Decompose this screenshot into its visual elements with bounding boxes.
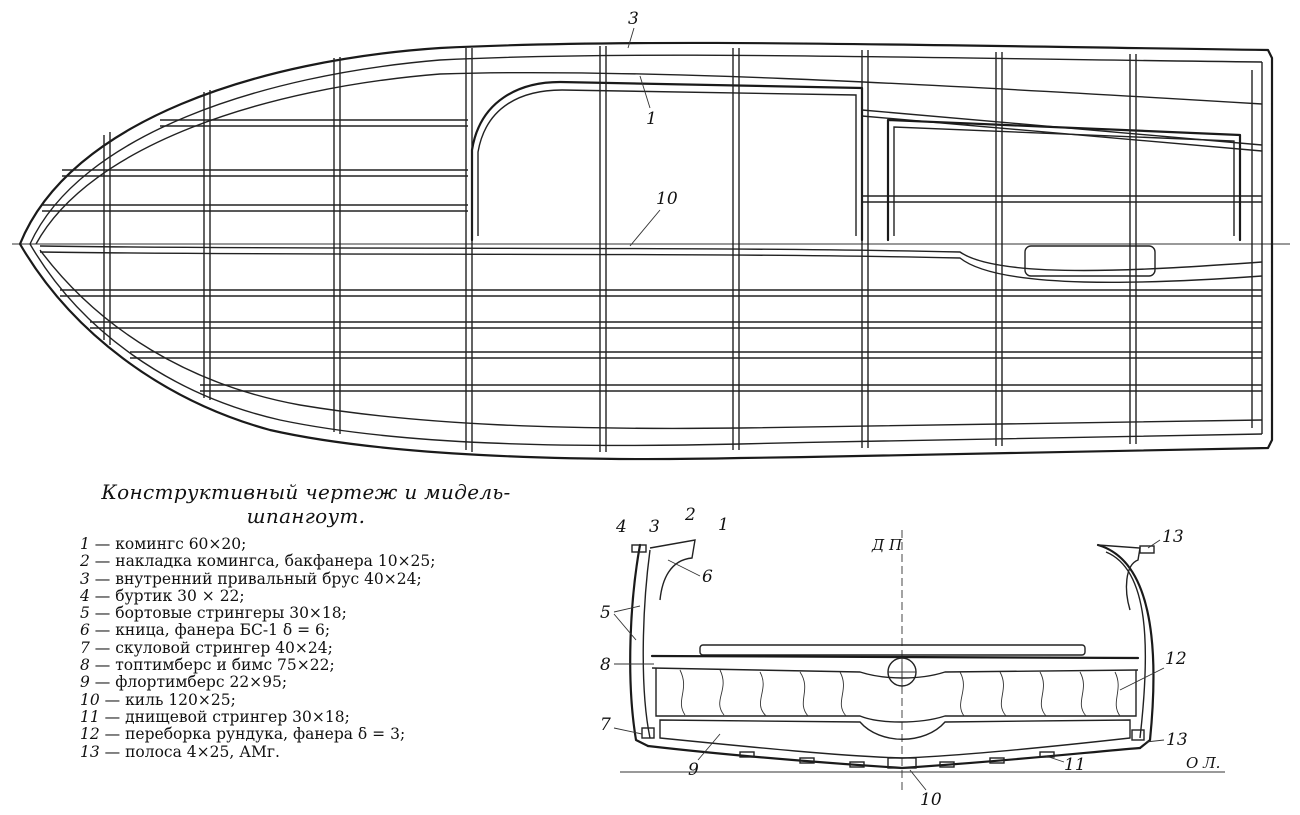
inner-chine-bottom: [29, 243, 1263, 447]
legend-text: буртик 30 × 22;: [115, 586, 245, 605]
legend-number: 1: [80, 535, 90, 553]
legend-item: 2 — накладка комингса, бакфанера 10×25;: [80, 552, 436, 571]
cockpit-forward-coaming: [477, 89, 857, 236]
legend-number: 2: [80, 552, 90, 571]
section-label-11: 11: [1064, 755, 1086, 775]
legend-text: комингс 60×20;: [115, 535, 247, 553]
legend-item: 7 — скуловой стрингер 40×24;: [80, 638, 333, 657]
cockpit-aft-opening: [886, 118, 1242, 242]
right-side-inner: [1105, 551, 1147, 739]
legend-text: киль 120×25;: [125, 690, 236, 709]
left-chine-stringer: [641, 727, 655, 739]
lower-stringers: [60, 289, 1262, 392]
legend-item: 1 — комингс 60×20;: [80, 535, 247, 553]
legend-number: 9: [80, 673, 90, 692]
hull-plan-view: 3 1 10: [12, 9, 1290, 461]
floor-timber: [659, 719, 1131, 759]
left-side-inner: [642, 549, 651, 739]
legend-item: 6 — кница, фанера БС-1 δ = 6;: [80, 621, 331, 640]
legend-number: 11: [80, 707, 100, 726]
section-label-5: 5: [600, 603, 611, 623]
section-label-13-top: 13: [1162, 527, 1184, 547]
legend-item: 13 — полоса 4×25, АМг.: [80, 742, 280, 761]
section-label-8: 8: [600, 655, 611, 675]
legend-text: флортимберс 22×95;: [115, 673, 288, 692]
legend-item: 4 — буртик 30 × 22;: [80, 586, 245, 605]
midship-section: 4 3 2 1 6 5 8 7 9 10 11 12 13 13 Д П О Л…: [600, 505, 1225, 810]
section-label-13-bottom: 13: [1166, 730, 1188, 750]
keel-band-lower: [39, 251, 1263, 284]
legend-number: 7: [80, 638, 90, 657]
upper-stringers: [42, 109, 1263, 212]
plan-label-1: 1: [646, 109, 657, 129]
legend-number: 12: [80, 725, 100, 744]
caption-line-2: шпангоут.: [246, 504, 366, 528]
right-side-shell: [1096, 543, 1155, 750]
keel-block: [1024, 245, 1156, 277]
legend-text: накладка комингса, бакфанера 10×25;: [115, 552, 436, 571]
plan-label-3: 3: [628, 9, 639, 29]
left-side-shell: [629, 543, 650, 748]
wood-grain: [679, 669, 1121, 717]
section-label-12: 12: [1165, 649, 1187, 669]
section-label-10: 10: [920, 790, 942, 810]
legend-number: 3: [80, 569, 90, 588]
inner-stringer-bottom: [39, 249, 1263, 430]
section-label-dp: Д П: [871, 536, 903, 554]
legend-item: 12 — переборка рундука, фанера δ = 3;: [80, 725, 406, 744]
legend-text: бортовые стрингеры 30×18;: [115, 604, 347, 623]
inner-gunwale-top: [35, 71, 1263, 245]
legend-number: 5: [80, 604, 90, 623]
section-label-1: 1: [718, 515, 729, 535]
section-label-2: 2: [684, 505, 696, 525]
legend-number: 6: [80, 621, 90, 640]
legend-number: 13: [80, 742, 100, 761]
legend-text: кница, фанера БС-1 δ = 6;: [115, 621, 331, 640]
cockpit-forward-opening: [470, 80, 864, 242]
section-label-3: 3: [649, 517, 660, 537]
bottom-stringers: [739, 751, 1055, 768]
legend-text: переборка рундука, фанера δ = 3;: [125, 725, 406, 744]
keel-band: [39, 245, 1263, 272]
legend-item: 9 — флортимберс 22×95;: [80, 673, 288, 692]
legend-number: 10: [80, 690, 100, 709]
caption-line-1: Конструктивный чертеж и мидель-: [101, 480, 511, 504]
legend-text: топтимберс и бимс 75×22;: [115, 656, 335, 675]
section-label-7: 7: [600, 715, 611, 735]
right-rubbing-strip: [1139, 545, 1155, 554]
locker-bulkhead: [655, 668, 1137, 723]
legend-number: 8: [80, 656, 90, 675]
legend-text: днищевой стрингер 30×18;: [125, 707, 350, 726]
legend-text: скуловой стрингер 40×24;: [115, 638, 333, 657]
keel-section: [887, 757, 917, 769]
legend-text: полоса 4×25, АМг.: [125, 742, 280, 761]
section-label-9: 9: [688, 760, 699, 780]
hull-outline: [18, 41, 1274, 461]
cockpit-aft-coaming: [893, 126, 1235, 236]
plan-label-10: 10: [656, 189, 678, 209]
right-chine-stringer: [1131, 729, 1145, 741]
right-knee: [1097, 544, 1141, 611]
legend-number: 4: [80, 586, 90, 605]
legend-item: 8 — топтимберс и бимс 75×22;: [80, 656, 335, 675]
inner-sheer-top: [29, 54, 1263, 245]
legend-item: 3 — внутренний привальный брус 40×24;: [80, 569, 422, 588]
section-label-ol: О Л.: [1186, 754, 1220, 772]
section-label-6: 6: [702, 567, 713, 587]
beam-under: [651, 667, 1139, 679]
left-knee: [649, 539, 696, 601]
legend-list: 1 — комингс 60×20;2 — накладка комингса,…: [80, 535, 436, 761]
legend-item: 5 — бортовые стрингеры 30×18;: [80, 604, 347, 623]
legend-item: 11 — днищевой стрингер 30×18;: [80, 707, 350, 726]
left-rubbing-strip: [631, 544, 647, 553]
beam-top: [650, 654, 1140, 660]
floor-panel: [699, 644, 1086, 656]
legend-item: 10 — киль 120×25;: [80, 690, 236, 709]
frames: [103, 46, 1137, 452]
legend-text: внутренний привальный брус 40×24;: [115, 569, 422, 588]
section-label-4: 4: [615, 517, 627, 537]
figure-caption: Конструктивный чертеж и мидель- шпангоут…: [76, 480, 536, 528]
